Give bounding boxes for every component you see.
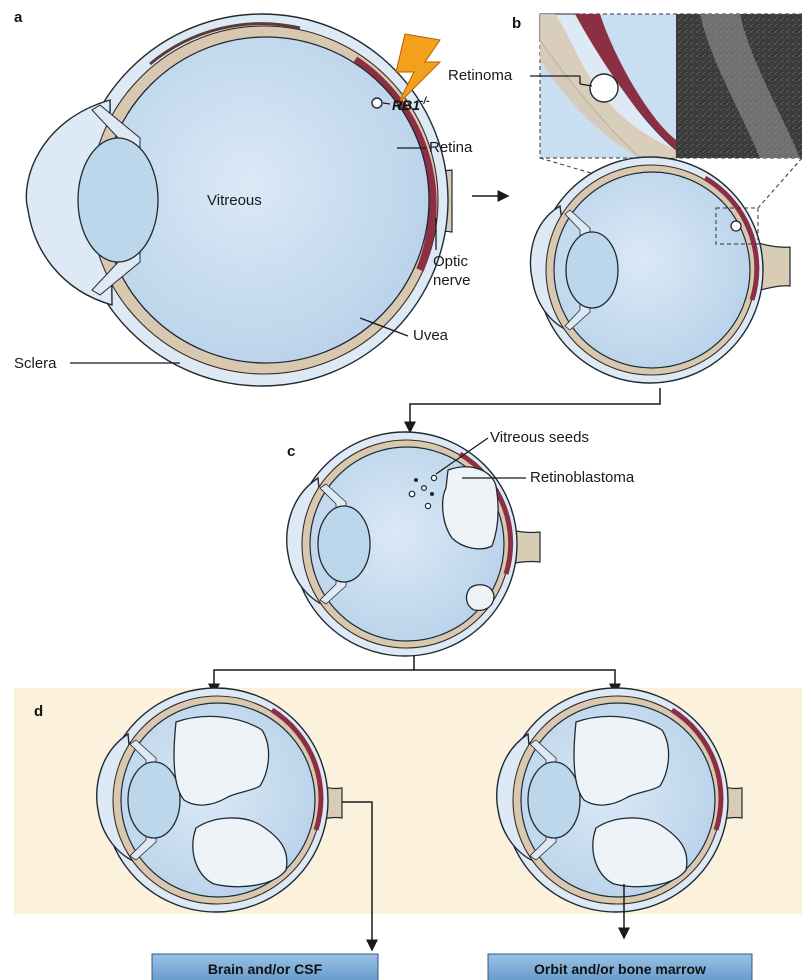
vitreous-label: Vitreous [207,192,262,209]
lens [78,138,158,262]
destination-box-orbit: Orbit and/or bone marrow [488,954,752,980]
panel-a-label: a [14,9,23,26]
retinoma-label: Retinoma [448,67,513,84]
panel-c-eye [287,432,540,656]
retinoblastoma-label: Retinoblastoma [530,469,635,486]
destination-orbit-label: Orbit and/or bone marrow [534,961,706,977]
panel-c-label: c [287,443,295,460]
retinoma-lesion-enlarged [590,74,618,102]
sclera-label: Sclera [14,355,57,372]
vitreous-seeds-label: Vitreous seeds [490,429,589,446]
panel-b-label: b [512,15,521,32]
destination-box-brain: Brain and/or CSF [152,954,378,980]
retinoma-inset [540,14,802,158]
uvea-label: Uvea [413,327,449,344]
optic-nerve-label-line2: nerve [433,272,471,289]
destination-brain-label: Brain and/or CSF [208,961,323,977]
panel-d-label: d [34,703,43,720]
optic-nerve-label-line1: Optic [433,253,469,270]
retina-label: Retina [429,139,473,156]
retinoblastoma-tumor [443,467,498,549]
vitreous-seed [431,475,436,480]
arrow-b-to-c [410,388,660,432]
retinoma-lesion [372,98,382,108]
panel-b-eye [530,157,790,383]
